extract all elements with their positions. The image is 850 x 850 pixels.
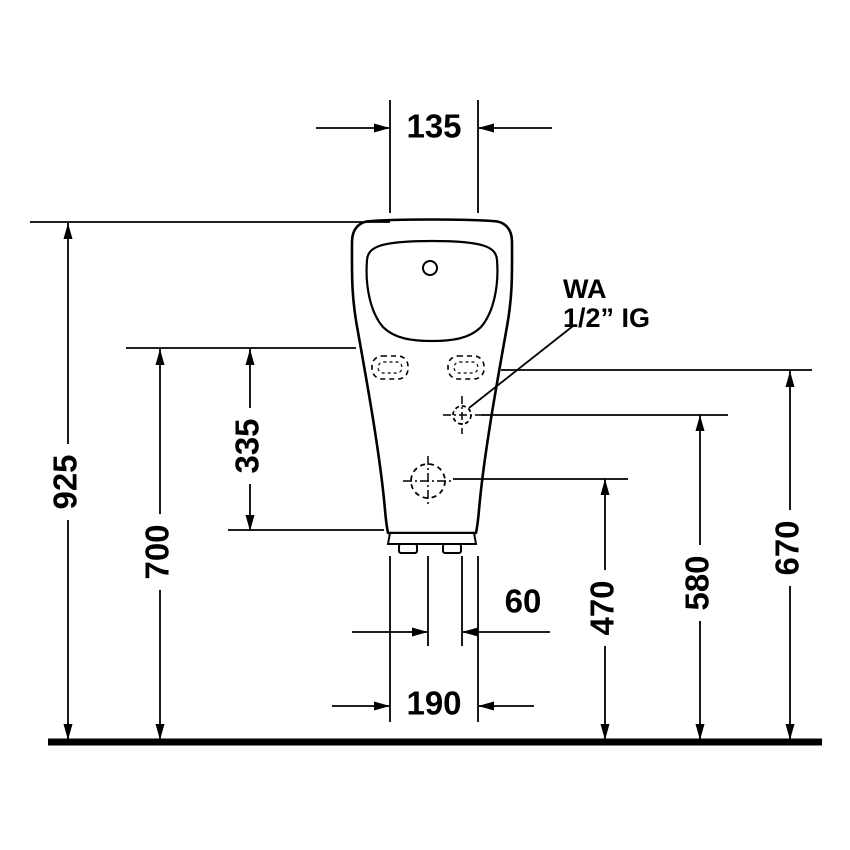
- inlet-hole: [422, 260, 438, 276]
- dim-value-bottom-width: 190: [406, 685, 461, 722]
- urinal-figure: [350, 218, 514, 554]
- urinal-body-outline: [350, 218, 514, 535]
- dim-rim-height: 700: [139, 349, 179, 740]
- arrowhead: [695, 415, 705, 431]
- arrowhead: [63, 724, 73, 740]
- outlet-symbol: [403, 456, 453, 506]
- arrowhead: [245, 515, 255, 531]
- dim-value-basin-span: 335: [229, 418, 266, 473]
- dim-value-top-width: 135: [406, 108, 461, 145]
- arrowhead: [63, 223, 73, 239]
- dim-outlet-height: 470: [584, 479, 624, 740]
- arrowhead: [412, 627, 428, 637]
- dim-bottom-width: 190: [332, 685, 534, 722]
- dim-basin-span: 335: [229, 349, 269, 531]
- leader-line: [468, 325, 574, 409]
- dim-top-width: 135: [316, 108, 552, 145]
- arrowhead: [478, 701, 494, 711]
- arrowhead: [155, 349, 165, 365]
- arrowhead: [374, 701, 390, 711]
- dim-value-outlet-height: 470: [584, 580, 621, 635]
- annotation-line2: 1/2” IG: [563, 303, 650, 333]
- dim-connection-height: 670: [769, 371, 809, 740]
- extension-lines: [30, 100, 812, 722]
- dim-outlet-offset: 60: [352, 583, 550, 637]
- water-connection-symbol: [443, 396, 481, 434]
- dim-value-overall-height: 925: [47, 454, 84, 509]
- dim-value-rim-height: 700: [139, 524, 176, 579]
- basin-rim: [365, 239, 499, 343]
- mounting-slot-right: [447, 355, 485, 380]
- arrowhead: [245, 349, 255, 365]
- annotation-line1: WA: [563, 274, 607, 304]
- arrowhead: [155, 724, 165, 740]
- dim-value-outlet-offset: 60: [505, 583, 542, 620]
- arrowhead: [695, 724, 705, 740]
- mounting-slot-left: [371, 355, 409, 380]
- arrowhead: [785, 724, 795, 740]
- dim-overall-height: 925: [47, 223, 87, 740]
- arrowhead: [785, 371, 795, 387]
- urinal-base: [386, 532, 478, 554]
- arrowhead: [462, 627, 478, 637]
- arrowhead: [600, 724, 610, 740]
- arrowhead: [600, 479, 610, 495]
- dim-value-inlet-height: 580: [679, 555, 716, 610]
- dim-inlet-height: 580: [679, 415, 719, 740]
- water-connection-annotation: WA 1/2” IG: [468, 274, 650, 409]
- arrowhead: [374, 123, 390, 133]
- dim-value-connection-height: 670: [769, 520, 806, 575]
- arrowhead: [478, 123, 494, 133]
